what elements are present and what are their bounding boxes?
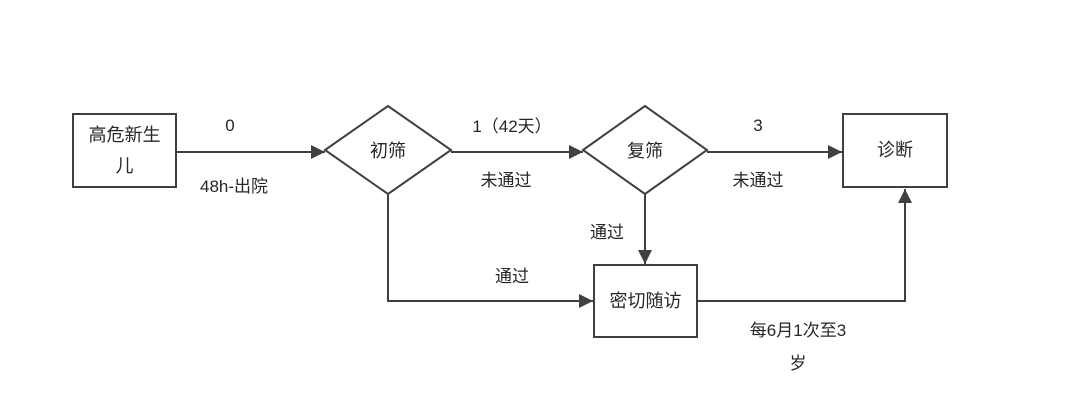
edge-label-initial-rescreen-top: 1（42天） (472, 117, 552, 136)
edge-label-initial-followup: 通过 (495, 267, 529, 286)
node-close-followup-label: 密切随访 (609, 290, 682, 311)
node-close-followup: 密切随访 (593, 264, 698, 338)
edge-initial-to-followup (387, 194, 593, 308)
edge-label-rescreen-diagnosis-bottom: 未通过 (732, 171, 784, 190)
edge-label-newborn-initial-top: 0 (225, 116, 235, 135)
edge-label-rescreen-followup: 通过 (590, 223, 624, 242)
diamond-rescreening (581, 104, 709, 196)
node-diagnosis-label: 诊断 (877, 140, 913, 161)
edge-label-newborn-initial-bottom: 48h-出院 (199, 177, 269, 196)
edge-followup-to-diagnosis (698, 189, 912, 302)
node-high-risk-newborn: 高危新生儿 (72, 113, 177, 188)
edge-label-followup-diagnosis-line2: 岁 (789, 354, 807, 373)
diamond-initial-screening (323, 104, 453, 196)
edge-label-rescreen-diagnosis-top: 3 (753, 116, 763, 135)
edge-label-initial-rescreen-bottom: 未通过 (480, 171, 532, 190)
node-diagnosis: 诊断 (842, 113, 948, 188)
node-high-risk-newborn-label: 高危新生儿 (88, 124, 161, 176)
edge-label-followup-diagnosis-line1: 每6月1次至3 (749, 321, 847, 340)
